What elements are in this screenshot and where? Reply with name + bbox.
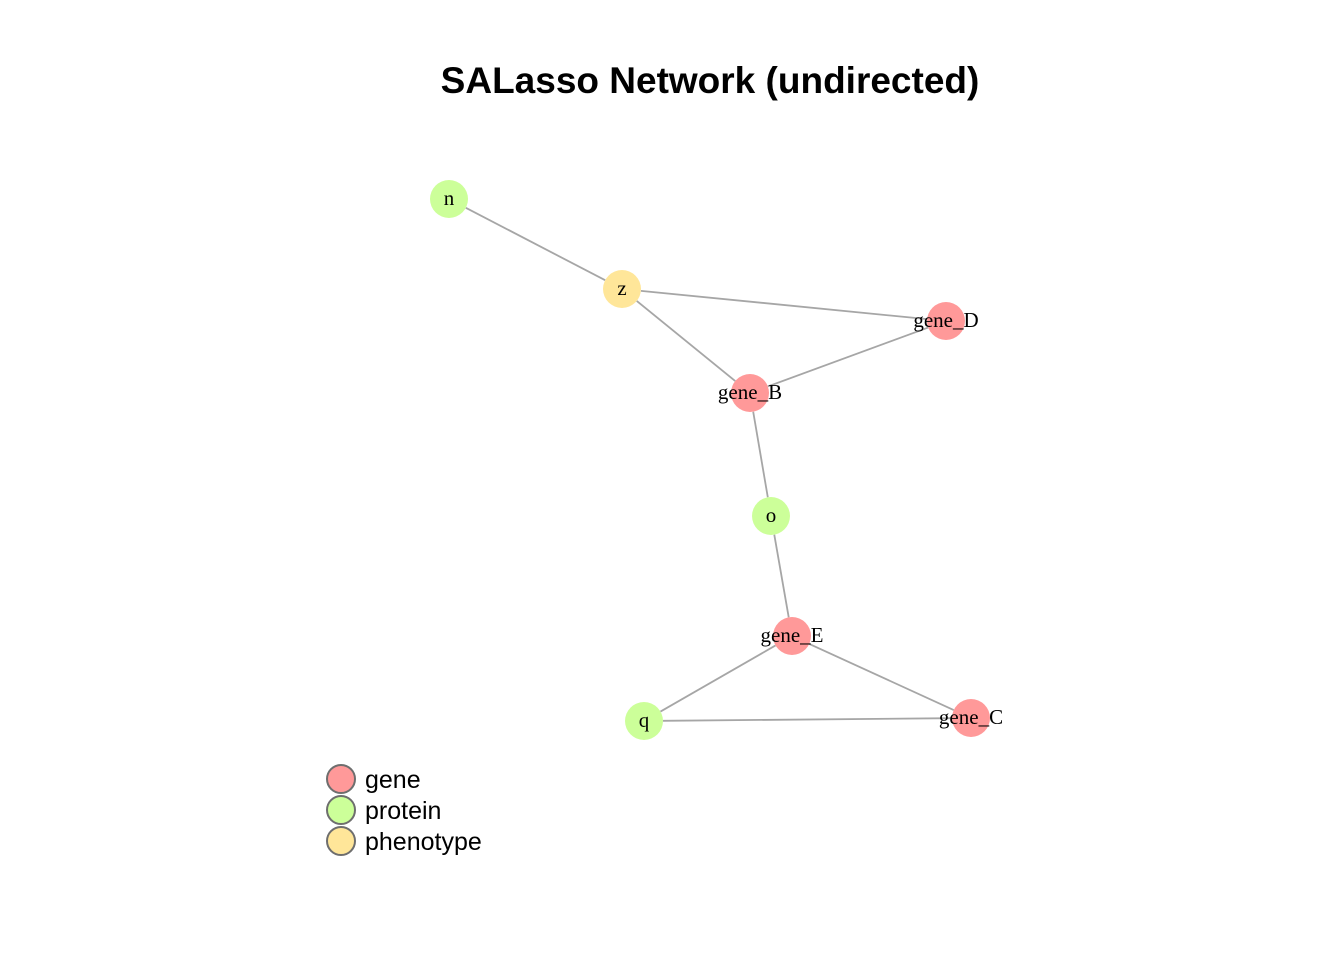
edge-gene_E-q: [660, 644, 776, 713]
edge-n-z: [465, 206, 606, 282]
legend-item-gene: gene: [326, 764, 421, 794]
node-gene_C: gene_C: [939, 699, 1003, 737]
legend-label: protein: [365, 797, 441, 825]
node-z: z: [603, 270, 641, 308]
edge-gene_B-gene_D: [767, 326, 929, 388]
node-circle-gene: [773, 617, 811, 655]
legend-label: phenotype: [365, 828, 482, 856]
node-circle-phenotype: [603, 270, 641, 308]
node-o: o: [752, 497, 790, 535]
edge-gene_B-o: [752, 411, 769, 498]
edge-z-gene_B: [636, 300, 736, 382]
node-circle-gene: [952, 699, 990, 737]
node-label: q: [639, 708, 650, 732]
legend-swatch-phenotype: [326, 826, 356, 856]
node-gene_D: gene_D: [913, 302, 979, 340]
edge-layer: [465, 206, 955, 722]
node-label: gene_C: [939, 705, 1003, 729]
legend-item-phenotype: phenotype: [326, 826, 482, 856]
node-n: n: [430, 180, 468, 218]
chart-title: SALasso Network (undirected): [441, 60, 980, 101]
legend: gene protein phenotype: [326, 764, 482, 856]
node-circle-gene: [731, 374, 769, 412]
edge-q-gene_C: [662, 717, 953, 722]
node-label: gene_E: [761, 623, 824, 647]
node-q: q: [625, 702, 663, 740]
node-label: z: [617, 276, 626, 300]
edge-o-gene_E: [773, 534, 790, 618]
node-label: n: [444, 186, 455, 210]
node-label: gene_B: [718, 380, 782, 404]
node-label: gene_D: [913, 308, 978, 332]
legend-label: gene: [365, 766, 421, 794]
node-label: o: [766, 503, 777, 527]
edge-gene_E-gene_C: [808, 643, 955, 711]
node-gene_B: gene_B: [718, 374, 782, 412]
node-circle-protein: [752, 497, 790, 535]
legend-item-protein: protein: [326, 795, 441, 825]
legend-swatch-gene: [326, 764, 356, 794]
node-gene_E: gene_E: [761, 617, 824, 655]
node-circle-protein: [430, 180, 468, 218]
edge-z-gene_D: [640, 289, 928, 321]
node-circle-gene: [927, 302, 965, 340]
node-layer: n z gene_D gene_Bo gene_Eq gene_C: [430, 180, 1003, 740]
node-circle-protein: [625, 702, 663, 740]
legend-swatch-protein: [326, 795, 356, 825]
